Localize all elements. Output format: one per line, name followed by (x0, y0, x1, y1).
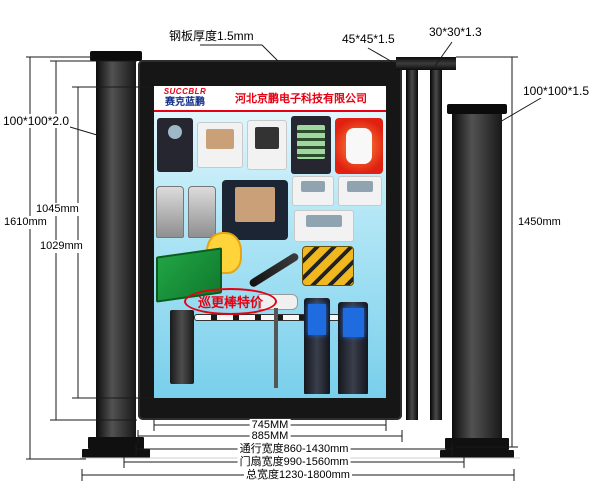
right-post (452, 114, 502, 438)
brand-name-en: SUCCBLR (163, 87, 207, 97)
access-keypad (291, 116, 331, 174)
camera-pole (274, 308, 278, 388)
intercom-lens (168, 125, 182, 139)
barrier-gate-cabinet (170, 310, 194, 384)
poster-body: 巡更棒特价 (154, 112, 386, 398)
lpr-terminal-2 (338, 302, 368, 394)
right-post-cap (447, 104, 507, 114)
brand-name-cn: 赛克蓝鹏 (165, 96, 205, 108)
doorphone-screen (206, 129, 234, 150)
dim-right-height-label: 1450mm (516, 216, 563, 229)
dim-leaf-height-label: 1045mm (34, 203, 81, 216)
steel-thickness-label: 钢板厚度1.5mm (168, 27, 255, 44)
turnstile-left (156, 186, 184, 238)
frame-tube-spec-label: 45*45*1.5 (341, 32, 396, 46)
dim-total-width-label: 总宽度1230-1800mm (244, 469, 352, 482)
dim-poster-height-label: 1029mm (38, 240, 85, 253)
pos-screen-2 (346, 181, 374, 193)
promo-text: 巡更棒特价 (184, 288, 278, 315)
attendance-machine (294, 210, 354, 242)
lpr-screen-2 (342, 308, 364, 338)
slat-bar-1 (406, 70, 418, 420)
slat-tube-spec-label: 30*30*1.3 (428, 25, 483, 39)
card-reader (335, 118, 383, 174)
fingerprint-terminal (247, 120, 287, 170)
brand-logo: SUCCBLR 赛克蓝鹏 (154, 87, 216, 108)
doorphone-large-screen (234, 187, 276, 222)
left-post (96, 61, 136, 437)
handheld-reader (302, 246, 354, 286)
tripod-turnstiles (156, 186, 218, 238)
lpr-terminal-1 (304, 298, 330, 394)
right-post-spec-label: 100*100*1.5 (522, 84, 591, 98)
door-intercom-device (157, 118, 193, 172)
dim-leaf-width-label: 885MM (249, 430, 291, 443)
video-doorphone-small (197, 122, 243, 168)
left-post-base (88, 437, 144, 449)
fingerprint-screen (255, 127, 279, 150)
dim-passage-width-label: 通行宽度860-1430mm (237, 443, 351, 456)
poster-header: SUCCBLR 赛克蓝鹏 河北京鹏电子科技有限公司 (154, 86, 386, 112)
pos-screen-1 (300, 181, 326, 193)
attendance-screen (306, 215, 342, 227)
company-name: 河北京鹏电子科技有限公司 (235, 93, 367, 105)
top-rail (396, 57, 456, 70)
dim-doorleaf-width-range-label: 门扇宽度990-1560mm (237, 456, 351, 469)
turnstile-right (188, 186, 216, 238)
pos-terminal-2 (338, 176, 382, 206)
card-reader-body (345, 128, 373, 164)
lpr-screen-1 (307, 304, 327, 335)
keypad-buttons (297, 125, 325, 159)
slat-bar-2 (430, 70, 442, 420)
left-post-cap (90, 51, 142, 61)
left-post-foot (82, 449, 150, 458)
dim-total-height-label: 1610mm (2, 216, 49, 229)
left-post-spec-label: 100*100*2.0 (2, 114, 71, 128)
dim-poster-width-label: 745MM (249, 419, 291, 432)
pos-terminal-1 (292, 176, 334, 206)
right-post-foot (440, 450, 514, 458)
video-doorphone-large (222, 180, 288, 240)
